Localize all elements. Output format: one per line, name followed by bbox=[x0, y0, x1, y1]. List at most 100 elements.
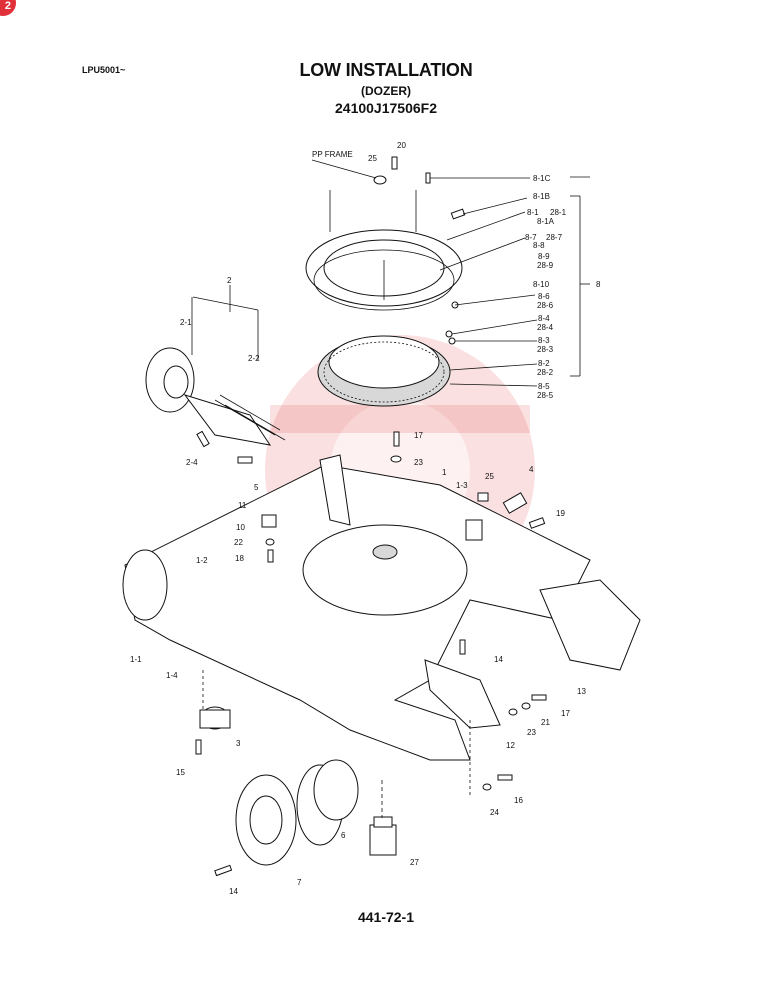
callout-14-upper: 14 bbox=[494, 655, 503, 664]
callout-8-9: 8-9 bbox=[538, 252, 550, 261]
callout-10: 10 bbox=[236, 523, 245, 532]
callout-17-top: 17 bbox=[414, 431, 423, 440]
callout-8-5: 8-5 bbox=[538, 382, 550, 391]
callout-25: 25 bbox=[368, 154, 377, 163]
callout-20: 20 bbox=[397, 141, 406, 150]
bolt-16 bbox=[497, 774, 513, 781]
rear-drive-hub bbox=[539, 579, 641, 671]
bracket-11 bbox=[261, 514, 277, 528]
ball-8-3 bbox=[448, 337, 456, 345]
washer-24 bbox=[482, 783, 492, 791]
travel-motor-6 bbox=[296, 759, 359, 846]
callout-2-2: 2-2 bbox=[248, 354, 260, 363]
callout-23-top: 23 bbox=[414, 458, 423, 467]
bolt-14-bottom bbox=[214, 864, 233, 877]
callout-8-10: 8-10 bbox=[533, 280, 550, 289]
bolt-17-top bbox=[393, 431, 400, 447]
callout-28-2: 28-2 bbox=[537, 368, 554, 377]
idler-assembly bbox=[145, 347, 286, 446]
callout-28-5: 28-5 bbox=[537, 391, 554, 400]
lockwasher-21 bbox=[521, 702, 531, 710]
page-badge: 2 bbox=[0, 0, 16, 16]
plug-25 bbox=[477, 492, 489, 502]
callout-8-7: 8-7 bbox=[525, 233, 537, 242]
pin-8-1b bbox=[450, 208, 466, 220]
callout-28-7: 28-7 bbox=[546, 233, 563, 242]
callout-1-2: 1-2 bbox=[196, 556, 208, 565]
callout-3: 3 bbox=[236, 739, 241, 748]
callout-25-frame: 25 bbox=[485, 472, 494, 481]
pin-8-1c bbox=[425, 172, 431, 184]
bracket-1-3 bbox=[465, 519, 483, 541]
bolt-17-low bbox=[531, 694, 547, 701]
page-subtitle: (DOZER) bbox=[361, 84, 411, 98]
callout-22: 22 bbox=[234, 538, 243, 547]
bolt-18 bbox=[267, 549, 274, 563]
callout-21: 21 bbox=[541, 718, 550, 727]
callout-28-9: 28-9 bbox=[537, 261, 554, 270]
callout-13: 13 bbox=[577, 687, 586, 696]
bolt-19 bbox=[528, 517, 546, 529]
slewing-bearing-ring-gear bbox=[317, 335, 451, 407]
callout-7: 7 bbox=[297, 878, 302, 887]
callout-4: 4 bbox=[529, 465, 534, 474]
model-code: LPU5001~ bbox=[82, 65, 126, 75]
bolt-2-4 bbox=[196, 430, 210, 448]
page-title: LOW INSTALLATION bbox=[299, 60, 473, 80]
page-badge-number: 2 bbox=[4, 0, 11, 12]
callout-1-4: 1-4 bbox=[166, 671, 178, 680]
callout-8: 8 bbox=[596, 280, 601, 289]
callout-8-6: 8-6 bbox=[538, 292, 550, 301]
frame-pointer-line bbox=[311, 159, 377, 179]
carrier-roller-3 bbox=[199, 706, 231, 730]
callout-28-4: 28-4 bbox=[537, 323, 554, 332]
callout-8-8: 8-8 bbox=[533, 241, 545, 250]
swivel-joint-27 bbox=[369, 816, 397, 856]
callout-28-6: 28-6 bbox=[537, 301, 554, 310]
callout-5: 5 bbox=[254, 483, 259, 492]
callout-23-low: 23 bbox=[527, 728, 536, 737]
callout-1-1: 1-1 bbox=[130, 655, 142, 664]
sprocket-7 bbox=[235, 774, 297, 866]
callout-8-2: 8-2 bbox=[538, 359, 550, 368]
assembly-part-number: 24100J17506F2 bbox=[335, 100, 437, 116]
bolt-14-upper bbox=[459, 639, 466, 655]
washer-22 bbox=[265, 538, 275, 546]
callout-1: 1 bbox=[442, 468, 447, 477]
washer-23-top bbox=[390, 455, 402, 463]
callout-8-1: 8-1 bbox=[527, 208, 539, 217]
callout-2: 2 bbox=[227, 276, 232, 285]
callout-28-3: 28-3 bbox=[537, 345, 554, 354]
front-idler-wheel bbox=[122, 549, 168, 621]
callout-27: 27 bbox=[410, 858, 419, 867]
washer-23-low bbox=[508, 708, 518, 716]
callout-14-bottom: 14 bbox=[229, 887, 238, 896]
page-reference: 441-72-1 bbox=[357, 909, 415, 925]
callout-2-4: 2-4 bbox=[186, 458, 198, 467]
callout-1-3: 1-3 bbox=[456, 481, 468, 490]
bolt-15 bbox=[195, 739, 202, 755]
recoil-spring bbox=[214, 394, 286, 441]
callout-28-1: 28-1 bbox=[550, 208, 567, 217]
callout-6: 6 bbox=[341, 831, 346, 840]
ball-8-4 bbox=[445, 330, 453, 338]
callout-24: 24 bbox=[490, 808, 499, 817]
grease-fitting-5 bbox=[237, 456, 253, 464]
callout-15: 15 bbox=[176, 768, 185, 777]
bolt-20 bbox=[391, 156, 398, 170]
callout-8-1c: 8-1C bbox=[533, 174, 551, 183]
guard-12 bbox=[424, 659, 501, 729]
callout-labels: PP FRAME 20 25 8-1C 8-1B 8-1 28-1 8-1A 8… bbox=[130, 141, 601, 896]
grease-cylinder-4 bbox=[502, 492, 528, 514]
callout-2-1: 2-1 bbox=[180, 318, 192, 327]
callout-17-low: 17 bbox=[561, 709, 570, 718]
group-8-bracket bbox=[430, 176, 590, 387]
callout-8-1a: 8-1A bbox=[537, 217, 555, 226]
callout-16: 16 bbox=[514, 796, 523, 805]
callout-8-1b: 8-1B bbox=[533, 192, 550, 201]
callout-18: 18 bbox=[235, 554, 244, 563]
callout-8-4: 8-4 bbox=[538, 314, 550, 323]
callout-19: 19 bbox=[556, 509, 565, 518]
